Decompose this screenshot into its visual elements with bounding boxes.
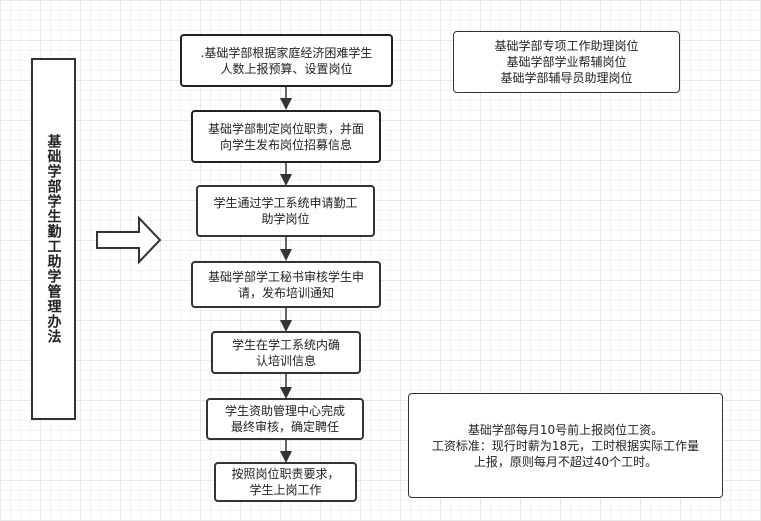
- step-3-box: 学生通过学工系统申请勤工 助学岗位: [196, 185, 375, 237]
- step-5-box: 学生在学工系统内确 认培训信息: [211, 331, 361, 374]
- step-2-box: 基础学部制定岗位职责，并面 向学生发布岗位招募信息: [191, 110, 381, 163]
- big-right-arrow: [96, 215, 162, 265]
- step-1-text: .基础学部根据家庭经济困难学生 人数上报预算、设置岗位: [200, 45, 373, 76]
- title-text: 基础学部学生勤工助学管理办法: [45, 134, 62, 344]
- title-box: 基础学部学生勤工助学管理办法: [31, 58, 76, 420]
- wage-note-text: 基础学部每月10号前上报岗位工资。 工资标准：现行时薪为18元，工时根据实际工作…: [431, 422, 700, 469]
- step-3-text: 学生通过学工系统申请勤工 助学岗位: [213, 196, 358, 226]
- step-4-text: 基础学部学工秘书审核学生申 请，发布培训通知: [207, 269, 364, 300]
- step-2-text: 基础学部制定岗位职责，并面 向学生发布岗位招募信息: [207, 121, 364, 152]
- step-1-box: .基础学部根据家庭经济困难学生 人数上报预算、设置岗位: [180, 34, 393, 87]
- wage-note-box: 基础学部每月10号前上报岗位工资。 工资标准：现行时薪为18元，工时根据实际工作…: [408, 393, 723, 498]
- step-6-box: 学生资助管理中心完成 最终审核，确定聘任: [206, 398, 364, 440]
- step-6-text: 学生资助管理中心完成 最终审核，确定聘任: [224, 404, 345, 434]
- positions-note-box: 基础学部专项工作助理岗位 基础学部学业帮辅岗位 基础学部辅导员助理岗位: [453, 31, 680, 93]
- step-5-text: 学生在学工系统内确 认培训信息: [231, 337, 340, 368]
- step-7-text: 按照岗位职责要求， 学生上岗工作: [231, 467, 340, 497]
- step-7-box: 按照岗位职责要求， 学生上岗工作: [214, 462, 357, 502]
- positions-note-text: 基础学部专项工作助理岗位 基础学部学业帮辅岗位 基础学部辅导员助理岗位: [494, 39, 639, 85]
- step-4-box: 基础学部学工秘书审核学生申 请，发布培训通知: [191, 261, 381, 308]
